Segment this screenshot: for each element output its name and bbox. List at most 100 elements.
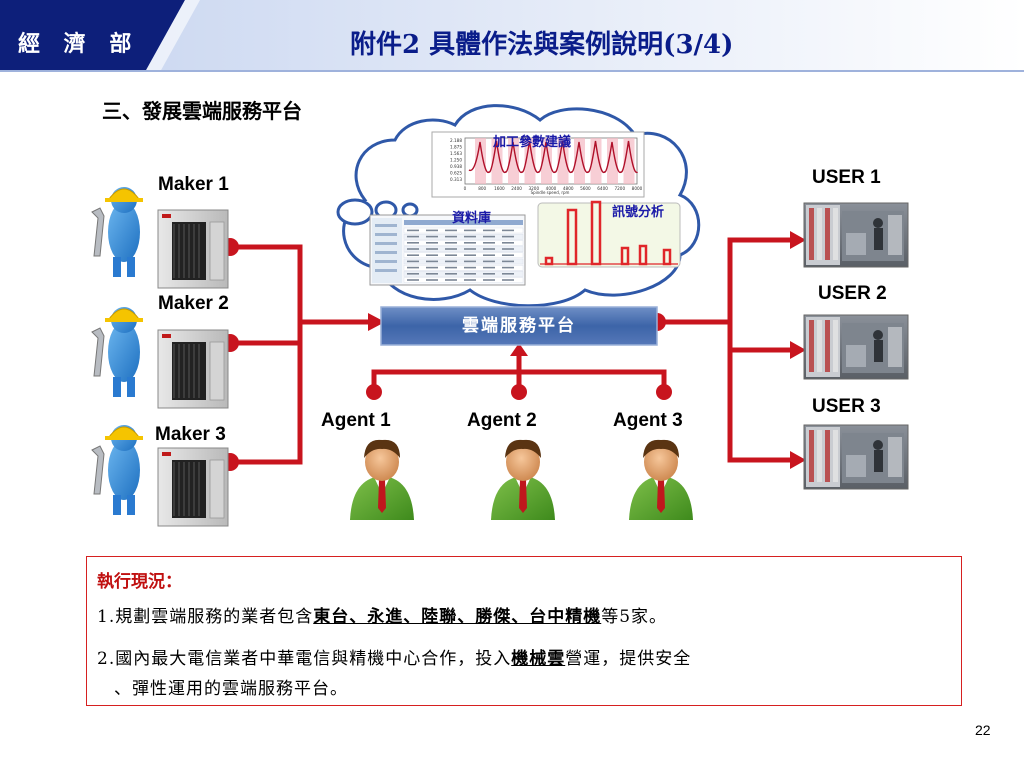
db-cell — [502, 260, 514, 263]
db-cell — [502, 235, 514, 238]
maker-2-group — [91, 307, 229, 409]
db-cell — [483, 235, 495, 238]
db-cell — [407, 260, 419, 263]
db-cell — [483, 254, 495, 256]
db-row — [403, 240, 524, 246]
db-cell — [483, 266, 495, 269]
agent-2-label: Agent 2 — [467, 410, 537, 431]
db-cell — [407, 229, 419, 232]
chart-stability-band — [475, 138, 486, 184]
user-3-label: USER 3 — [812, 396, 881, 417]
db-cell — [502, 242, 514, 244]
chart-y-tick: 0.625 — [450, 171, 462, 176]
notes-item-2-prefix: 2.國內最大電信業者中華電信與精機中心合作，投入 — [97, 649, 512, 669]
agent-3-person-icon — [629, 439, 693, 520]
agent-2-person-icon — [491, 439, 555, 520]
db-cell — [445, 279, 457, 281]
chart-y-tick: 0.938 — [450, 164, 462, 169]
db-sidebar-item — [375, 242, 397, 245]
db-cell — [407, 254, 419, 256]
connector-arrowheads — [368, 231, 806, 469]
db-cell — [483, 248, 495, 250]
signal-analysis-chart — [537, 200, 681, 268]
notes-item-1: 1.規劃雲端服務的業者包含東台、永進、陸聯、勝傑、台中精機等5家。 — [97, 602, 667, 627]
database-screenshot — [369, 214, 526, 286]
notes-item-1-companies: 東台、永進、陸聯、勝傑、台中精機 — [313, 607, 602, 627]
db-row — [403, 277, 524, 283]
connector-lines — [230, 237, 795, 465]
notes-item-1-prefix: 1.規劃雲端服務的業者包含 — [97, 607, 314, 627]
db-cell — [426, 279, 438, 281]
db-cell — [464, 266, 476, 269]
db-cell — [407, 266, 419, 269]
db-cell — [502, 279, 514, 281]
notes-heading: 執行現況： — [97, 572, 182, 592]
chart-x-label: Spindle speed, rpm — [531, 190, 570, 195]
agent-1-label: Agent 1 — [321, 410, 391, 431]
db-cell — [502, 273, 514, 275]
db-sidebar-item — [375, 260, 397, 263]
chart-x-tick: 1600 — [494, 186, 505, 191]
database-label: 資料庫 — [452, 211, 492, 226]
db-cell — [502, 229, 514, 232]
db-sidebar-item — [375, 233, 397, 236]
maker-robot-icon — [91, 425, 143, 515]
notes-item-2-suffix: 營運，提供安全 — [565, 649, 692, 669]
machine-cabinet-icon — [157, 447, 229, 527]
user-3-factory-photo — [803, 424, 909, 490]
chart-stability-band — [590, 138, 602, 184]
maker-robot-icon — [91, 307, 143, 397]
notes-item-2-continued: 、彈性運用的雲端服務平台。 — [114, 679, 348, 699]
maker-1-label: Maker 1 — [158, 174, 229, 195]
chart-x-tick: 6400 — [597, 186, 608, 191]
chart-x-tick: 0 — [464, 186, 467, 191]
chart-y-tick: 2.188 — [450, 138, 462, 143]
user-1-factory-photo — [803, 202, 909, 268]
chart-y-tick: 0.313 — [450, 177, 462, 182]
db-row — [403, 227, 524, 234]
db-cell — [464, 248, 476, 250]
header-background — [0, 0, 1024, 72]
db-cell — [445, 254, 457, 256]
db-sidebar-item — [375, 251, 397, 254]
maker-3-label: Maker 3 — [155, 424, 226, 445]
db-cell — [426, 273, 438, 275]
maker-robot-icon — [91, 187, 143, 277]
chart-title: 加工參數建議 — [493, 135, 572, 150]
db-cell — [445, 242, 457, 244]
ministry-name: 經 濟 部 — [18, 32, 140, 57]
db-cell — [464, 235, 476, 238]
machine-cabinet-icon — [157, 329, 229, 409]
chart-y-tick: 1.875 — [450, 145, 462, 150]
db-cell — [445, 260, 457, 263]
db-sidebar-item — [375, 224, 397, 227]
chart-stability-band — [623, 138, 635, 184]
chart-x-tick: 8000 — [632, 186, 643, 191]
db-cell — [464, 260, 476, 263]
chart-y-tick: 1.563 — [450, 151, 462, 156]
header-bar: 經 濟 部 附件2 具體作法與案例說明(3/4) — [0, 0, 1024, 72]
db-cell — [483, 279, 495, 281]
user-1-label: USER 1 — [812, 167, 881, 188]
db-cell — [445, 229, 457, 232]
db-cell — [426, 254, 438, 256]
db-row — [403, 265, 524, 271]
status-notes-box: 執行現況： 1.規劃雲端服務的業者包含東台、永進、陸聯、勝傑、台中精機等5家。 … — [86, 556, 962, 706]
agent-1-person-icon — [350, 439, 414, 520]
chart-y-tick: 1.250 — [450, 158, 462, 163]
user-2-factory-photo — [803, 314, 909, 380]
notes-item-2: 2.國內最大電信業者中華電信與精機中心合作，投入機械雲營運，提供安全 — [97, 644, 691, 669]
platform-bar — [380, 306, 658, 346]
maker-1-group — [91, 187, 229, 289]
page-number: 22 — [975, 722, 991, 738]
db-cell — [502, 254, 514, 256]
db-row — [403, 258, 524, 265]
db-cell — [483, 273, 495, 275]
db-cell — [426, 266, 438, 269]
chart-x-tick: 4800 — [563, 186, 574, 191]
db-cell — [483, 260, 495, 263]
chart-stability-band — [541, 138, 552, 184]
user-2-label: USER 2 — [818, 283, 887, 304]
db-row — [403, 246, 524, 252]
db-cell — [464, 254, 476, 256]
